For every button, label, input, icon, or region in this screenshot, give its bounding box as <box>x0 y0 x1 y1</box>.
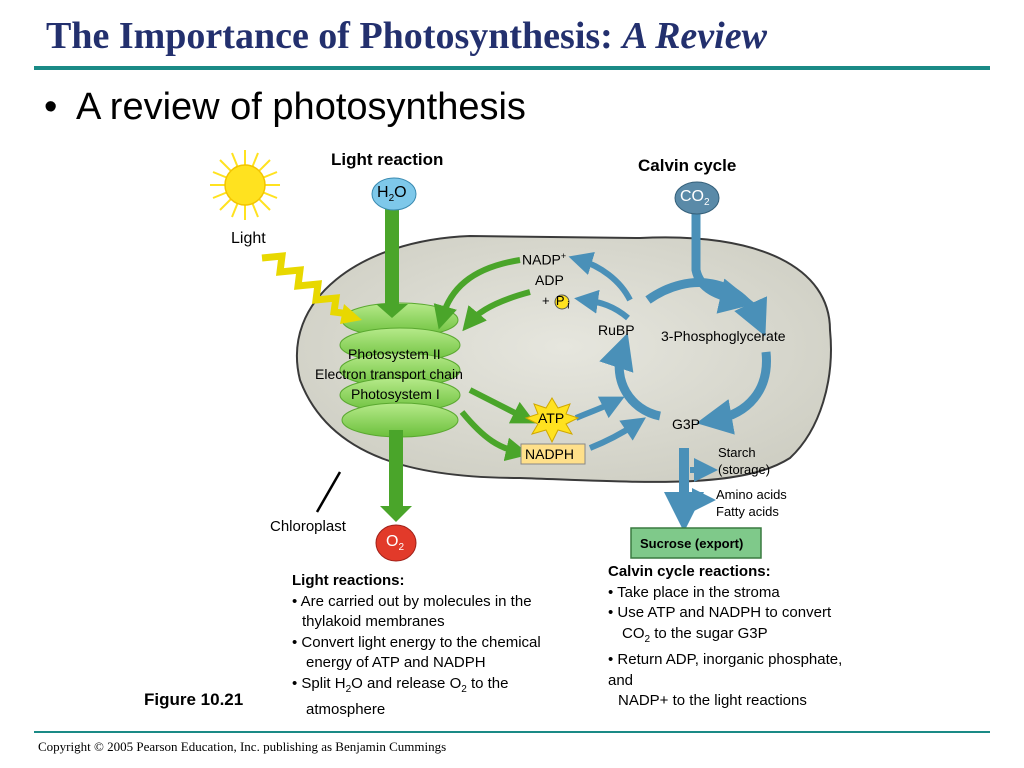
list-item: • Convert light energy to the chemical <box>292 633 541 651</box>
light-ray <box>261 252 351 318</box>
light-reaction-label: Light reaction <box>331 150 444 169</box>
co2-bubble <box>674 181 720 215</box>
slide-title: The Importance of Photosynthesis: A Revi… <box>46 14 767 58</box>
bullet-text: A review of photosynthesis <box>76 86 526 128</box>
chloroplast-label: Chloroplast <box>270 518 346 535</box>
g3p-label: G3P <box>672 416 701 432</box>
calvin-reactions-heading: Calvin cycle reactions: <box>608 563 771 580</box>
nadp-label: NADP+ <box>522 251 567 268</box>
title-main: The Importance of Photosynthesis: <box>46 15 623 57</box>
chloroplast-pointer <box>315 471 342 513</box>
nadph-box <box>520 443 586 465</box>
atp-label: ATP <box>538 410 565 426</box>
sucrose-box <box>630 527 762 559</box>
list-item: thylakoid membranes <box>302 613 445 630</box>
sun-icon <box>210 150 280 220</box>
list-item: • Are carried out by molecules in the <box>292 592 532 610</box>
sucrose-label: Sucrose (export) <box>640 536 744 551</box>
light-reactions-list: Light reactions: • Are carried out by mo… <box>292 571 541 721</box>
nadph-label: NADPH <box>525 446 575 462</box>
list-item: CO2 to the sugar G3P <box>622 624 768 645</box>
list-item: • Split H2O and release O2 to the <box>292 674 509 695</box>
figure-label: Figure 10.21 <box>144 690 244 709</box>
list-item: and <box>608 671 634 689</box>
starch-label: Starch <box>718 445 756 460</box>
phosphoglycerate-label: 3-Phosphoglycerate <box>661 328 786 344</box>
o2-label: O2 <box>386 533 405 554</box>
calvin-cycle-label: Calvin cycle <box>638 156 737 175</box>
pi-circle <box>554 294 570 310</box>
list-item: NADP+ to the light reactions <box>618 692 807 709</box>
h2o-label: H2O <box>377 184 407 205</box>
light-reactions-heading: Light reactions: <box>292 572 405 589</box>
amino-acids-label: Amino acids <box>716 487 787 502</box>
list-item: • Return ADP, inorganic phosphate, <box>608 651 843 668</box>
electron-transport-chain-label: Electron transport chain <box>315 366 463 382</box>
bullet-dot: • <box>44 86 58 128</box>
co2-label: CO2 <box>680 188 710 209</box>
title-italic: A Review <box>622 15 767 57</box>
storage-label: (storage) <box>718 462 771 477</box>
fatty-acids-label: Fatty acids <box>716 504 779 519</box>
footer-rule <box>34 731 990 733</box>
h2o-bubble <box>371 177 417 211</box>
title-rule <box>34 66 990 70</box>
light-label: Light <box>231 230 266 247</box>
list-item: energy of ATP and NADPH <box>306 654 486 671</box>
photosystem-i-label: Photosystem I <box>351 386 440 402</box>
calvin-reactions-list: Calvin cycle reactions: • Take place in … <box>608 562 842 712</box>
adp-label: ADP <box>535 272 564 288</box>
atp-burst <box>524 397 580 444</box>
list-item: • Use ATP and NADPH to convert <box>608 604 832 621</box>
copyright: Copyright © 2005 Pearson Education, Inc.… <box>38 739 447 754</box>
photosystem-ii-label: Photosystem II <box>348 346 441 362</box>
thylakoid-stack <box>339 302 461 438</box>
o2-bubble <box>375 524 417 562</box>
list-item: atmosphere <box>306 701 386 718</box>
rubp-label: RuBP <box>598 322 635 338</box>
list-item: • Take place in the stroma <box>608 583 780 601</box>
bullet-item: • A review of photosynthesis <box>44 86 526 129</box>
